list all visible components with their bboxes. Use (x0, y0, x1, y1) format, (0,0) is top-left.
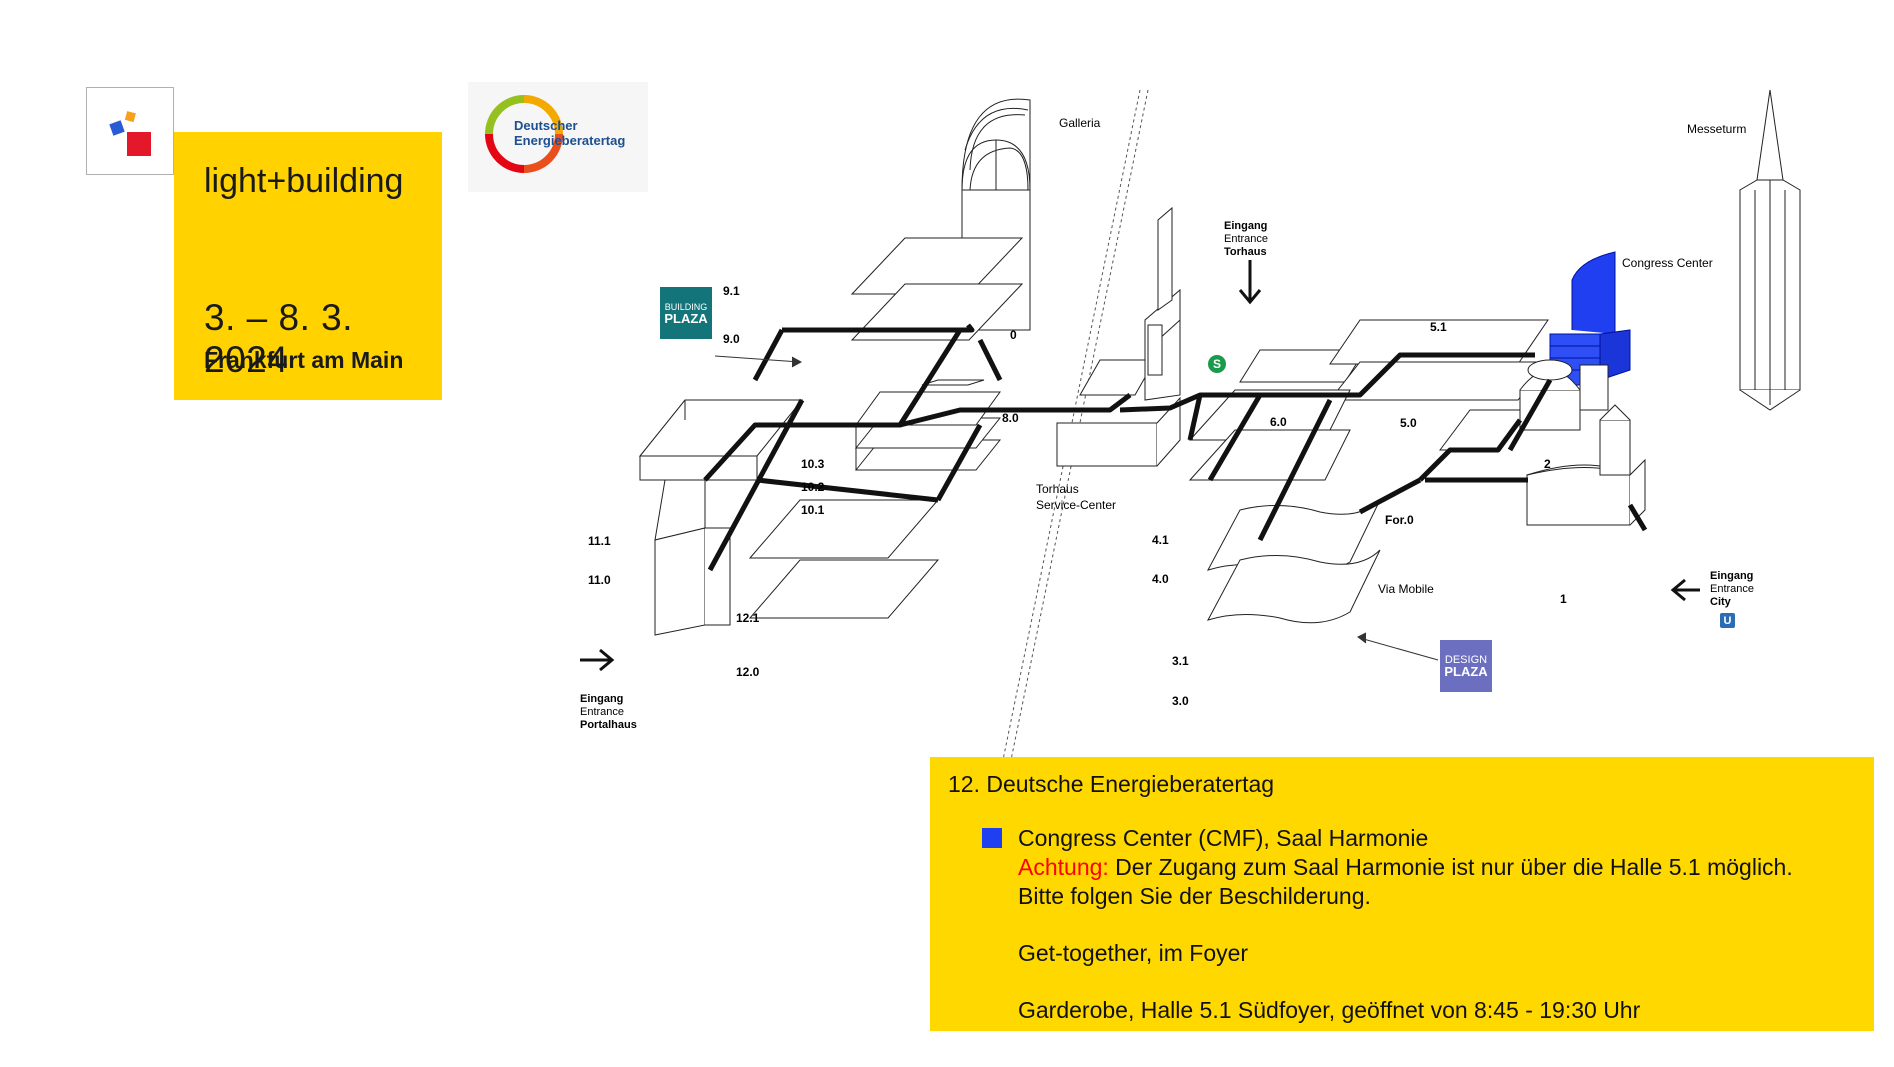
label-hall-9-0: 9.0 (723, 332, 740, 346)
label-hall-1: 1 (1560, 592, 1567, 606)
label-entrance-portalhaus-en: Entrance (580, 706, 625, 718)
info-location: Congress Center (CMF), Saal Harmonie (1018, 825, 1429, 851)
energieberatertag-logo: Deutscher Energieberatertag (468, 82, 648, 192)
label-entrance-torhaus-de: Eingang (1224, 220, 1268, 232)
entrance-arrows (580, 260, 1700, 672)
label-hall-4-1: 4.1 (1152, 533, 1169, 547)
label-torhaus: Torhaus (1036, 482, 1079, 496)
ubahn-icon: U (1720, 613, 1735, 628)
info-title: 12. Deutsche Energieberatertag (948, 771, 1275, 797)
congress-center-marker-icon (982, 828, 1002, 848)
partner-line1: Deutscher (514, 118, 578, 133)
label-forum-0: For.0 (1385, 513, 1414, 527)
design-plaza-badge: DESIGN PLAZA (1440, 640, 1492, 692)
label-hall-12-0: 12.0 (736, 665, 760, 679)
label-entrance-portalhaus-de: Eingang (580, 693, 624, 705)
label-hall-4-0: 4.0 (1152, 572, 1169, 586)
label-hall-3-0: 3.0 (1172, 694, 1189, 708)
label-entrance-city-de: Eingang (1710, 570, 1754, 582)
label-hall-6-0: 6.0 (1270, 415, 1287, 429)
info-panel: 12. Deutsche Energieberatertag Congress … (930, 757, 1874, 1031)
label-entrance-portalhaus-name: Portalhaus (580, 719, 637, 731)
hall-8-0 (921, 379, 985, 386)
info-garderobe: Garderobe, Halle 5.1 Südfoyer, geöffnet … (1018, 997, 1641, 1023)
congress-center-building (1549, 251, 1631, 386)
messe-frankfurt-logo (86, 87, 174, 175)
hall-12-1 (748, 499, 940, 559)
energieberatertag-wordmark: Deutscher Energieberatertag (514, 118, 625, 148)
label-congress-center: Congress Center (1622, 256, 1713, 270)
hall-9-0 (850, 283, 1024, 341)
event-dates: 3. – 8. 3. 2024 (204, 297, 353, 380)
label-hall-3-1: 3.1 (1172, 654, 1189, 668)
label-hall-10-3: 10.3 (801, 457, 825, 471)
label-hall-10-1: 10.1 (801, 503, 825, 517)
building-plaza-line2: PLAZA (664, 311, 708, 326)
label-via-mobile: Via Mobile (1378, 582, 1434, 596)
event-city: Frankfurt am Main (204, 347, 404, 373)
map-drawing (580, 89, 1801, 760)
torhaus-service-center (1056, 422, 1158, 467)
sbahn-icon-letter: S (1212, 357, 1221, 371)
design-plaza-line2: PLAZA (1444, 664, 1488, 679)
walkways (703, 323, 1648, 572)
info-warning: Achtung: Der Zugang zum Saal Harmonie is… (1018, 854, 1793, 881)
warning-label: Achtung: (1018, 854, 1109, 880)
warning-text: Der Zugang zum Saal Harmonie ist nur übe… (1108, 854, 1793, 880)
info-follow: Bitte folgen Sie der Beschilderung. (1018, 883, 1371, 909)
label-hall-12-1: 12.1 (736, 611, 760, 625)
sbahn-icon: S (1208, 355, 1226, 373)
label-hall-9-1: 9.1 (723, 284, 740, 298)
label-hall-2: 2 (1544, 457, 1551, 471)
label-messeturm: Messeturm (1687, 122, 1747, 136)
ubahn-icon-letter: U (1723, 614, 1732, 627)
pointer-arrows (714, 355, 1439, 661)
hall-2-building (1519, 359, 1609, 431)
messeturm-tower (1739, 89, 1801, 411)
label-entrance-city-name: City (1710, 596, 1731, 608)
design-plaza-line1: DESIGN (1444, 654, 1488, 666)
label-hall-10-2: 10.2 (801, 480, 825, 494)
label-galleria: Galleria (1059, 116, 1101, 130)
fairground-map: Galleria Messeturm Congress Center Torha… (560, 80, 1894, 760)
event-title: light+building (204, 162, 404, 200)
label-hall-8-0: 8.0 (1002, 411, 1019, 425)
hall-1-building (1526, 404, 1646, 526)
info-get-together: Get-together, im Foyer (1018, 940, 1249, 966)
label-hall-0: 0 (1010, 328, 1017, 342)
label-entrance-torhaus-name: Torhaus (1224, 246, 1267, 258)
label-entrance-city-en: Entrance (1710, 583, 1755, 595)
hall-10-3 (855, 391, 1001, 426)
light-building-banner: light+building 3. – 8. 3. 2024 Frankfurt… (174, 132, 442, 400)
ring-icon (485, 95, 563, 173)
partner-line2: Energieberatertag (514, 133, 626, 148)
building-plaza-line1: BUILDING (664, 302, 708, 312)
torhaus-building (1144, 206, 1181, 401)
label-hall-11-1: 11.1 (588, 534, 611, 548)
label-service-center: Service-Center (1036, 498, 1117, 512)
label-hall-5-0: 5.0 (1400, 416, 1417, 430)
label-hall-5-1: 5.1 (1430, 320, 1447, 334)
hall-12-0 (748, 559, 940, 619)
building-plaza-badge: BUILDING PLAZA (660, 287, 712, 339)
label-entrance-torhaus-en: Entrance (1224, 233, 1269, 245)
label-hall-11-0: 11.0 (588, 573, 611, 587)
